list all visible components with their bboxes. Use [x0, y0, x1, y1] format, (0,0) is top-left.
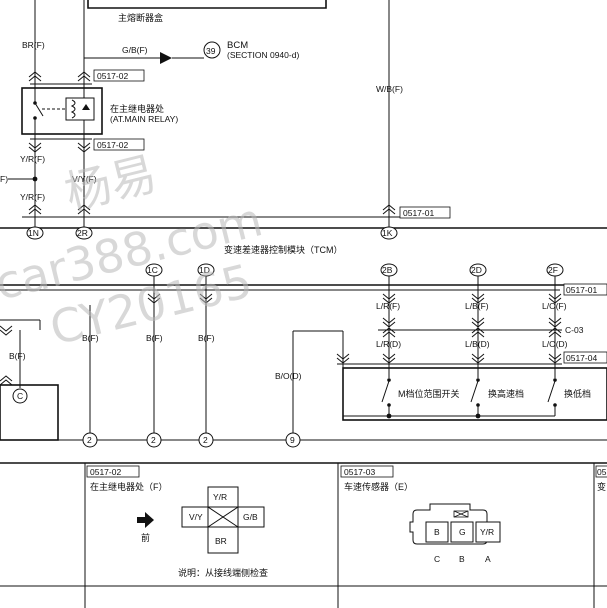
wire-label-lr-d: L/R(D)	[376, 339, 401, 349]
panel2-letter-1: C	[434, 554, 440, 564]
tcm-pin-2b: 2B	[380, 263, 398, 277]
relay-label-en: (AT.MAIN RELAY)	[110, 114, 178, 124]
wire-label-yr2: Y/R(F)	[20, 192, 45, 202]
panel2-ref: 0517-03	[344, 467, 375, 477]
wire-label-br: BR(F)	[22, 40, 45, 50]
tcm-pin-1n: 1N	[26, 226, 44, 240]
panel2-pin-3: Y/R	[480, 527, 494, 537]
arrow-right-icon	[137, 512, 154, 528]
panel2-pin-2: G	[459, 527, 466, 537]
watermark-line1: 杨易	[60, 146, 162, 221]
connector-panels	[0, 462, 607, 608]
tcm-pin-2r: 2R	[75, 226, 93, 240]
panel2-letter-2: B	[459, 554, 465, 564]
panel1-pin-left: V/Y	[189, 512, 203, 522]
panel3-title: 变	[597, 481, 606, 492]
switch-m-range-label: M档位范围开关	[398, 388, 460, 399]
wire-label-bf-1d: B(F)	[198, 333, 215, 343]
arrow-icon	[160, 52, 172, 64]
relay-ref-top: 0517-02	[97, 71, 128, 81]
svg-text:2D: 2D	[471, 265, 482, 275]
svg-text:1D: 1D	[199, 265, 210, 275]
panel2-letter-3: A	[485, 554, 491, 564]
tcm-pin-1k: 1K	[380, 226, 398, 240]
bcm-section: (SECTION 0940-d)	[227, 50, 299, 60]
wire-label-lb-f: L/B(F)	[465, 301, 489, 311]
fuse-box-label: 主熔断器盒	[118, 12, 163, 23]
tcm-pin-1c: 1C	[145, 263, 163, 277]
panel2-pin-1: B	[434, 527, 440, 537]
wire-label-lo-f: L/O(F)	[542, 301, 567, 311]
wire-label-vy: V/Y(F)	[72, 174, 97, 184]
tcm-pin-2f: 2F	[546, 263, 564, 277]
ground-2-a: 2	[82, 432, 98, 448]
ref-c03: C-03	[565, 325, 584, 335]
bcm-pin: 39	[206, 46, 216, 56]
ref-0517-01-b: 0517-01	[566, 285, 597, 295]
tcm-label: 变速差速器控制模块（TCM）	[224, 244, 343, 255]
panel1-ref: 0517-02	[90, 467, 121, 477]
main-relay	[21, 87, 103, 135]
switch-down-label: 换低档	[564, 388, 591, 399]
svg-text:2: 2	[87, 435, 92, 445]
panel1-front: 前	[141, 532, 150, 543]
panel-partial: 05 变	[595, 465, 607, 492]
panel3-ref: 05	[597, 467, 607, 477]
tcm-pin-2d: 2D	[469, 263, 487, 277]
relay-ref-bottom: 0517-02	[97, 140, 128, 150]
wire-label-gb: G/B(F)	[122, 45, 148, 55]
c-marker: C	[17, 391, 23, 401]
ground-9: 9	[285, 432, 301, 448]
panel1-note: 说明：从接线端侧检查	[178, 567, 268, 578]
bcm-label: BCM	[227, 40, 248, 51]
wire-label-bf-1c: B(F)	[146, 333, 163, 343]
ref-0517-01-a: 0517-01	[403, 208, 434, 218]
svg-text:2B: 2B	[382, 265, 393, 275]
panel-speed-sensor-connector: 0517-03 车速传感器（E） B G Y/R C B A	[340, 465, 501, 564]
panel2-title: 车速传感器（E）	[344, 481, 413, 492]
wire-label-lo-d: L/O(D)	[542, 339, 568, 349]
panel1-pin-right: G/B	[243, 512, 258, 522]
wire-label-yr1: Y/R(F)	[20, 154, 45, 164]
wire-label-bo: B/O(D)	[275, 371, 302, 381]
svg-text:1C: 1C	[147, 265, 158, 275]
wire-label-bf-0: B(F)	[82, 333, 99, 343]
wire-label-f-left: F)	[0, 174, 8, 184]
panel1-title: 在主继电器处（F）	[90, 481, 168, 492]
panel1-pin-bottom: BR	[215, 536, 227, 546]
svg-text:1N: 1N	[28, 228, 39, 238]
wire-label-wb: W/B(F)	[376, 84, 403, 94]
ground-2-b: 2	[146, 432, 162, 448]
wire-label-lr-f: L/R(F)	[376, 301, 400, 311]
switch-up-label: 换高速档	[488, 388, 524, 399]
panel1-pin-top: Y/R	[213, 492, 227, 502]
fuse-box: 主熔断器盒	[87, 0, 327, 23]
svg-text:1K: 1K	[382, 228, 393, 238]
tcm-module	[0, 227, 607, 286]
svg-text:2: 2	[203, 435, 208, 445]
panel-main-relay-connector: 0517-02 在主继电器处（F） 前 Y/R V/Y G/B BR 说明：从接…	[86, 465, 268, 578]
wire-label-lb-d: L/B(D)	[465, 339, 490, 349]
svg-text:2F: 2F	[548, 265, 558, 275]
ground-2-c: 2	[198, 432, 214, 448]
relay-label-cn: 在主继电器处	[110, 103, 164, 114]
svg-text:2R: 2R	[77, 228, 88, 238]
svg-text:2: 2	[151, 435, 156, 445]
wire-label-bf-left: B(F)	[9, 351, 26, 361]
svg-text:9: 9	[290, 435, 295, 445]
ref-0517-04: 0517-04	[566, 353, 597, 363]
